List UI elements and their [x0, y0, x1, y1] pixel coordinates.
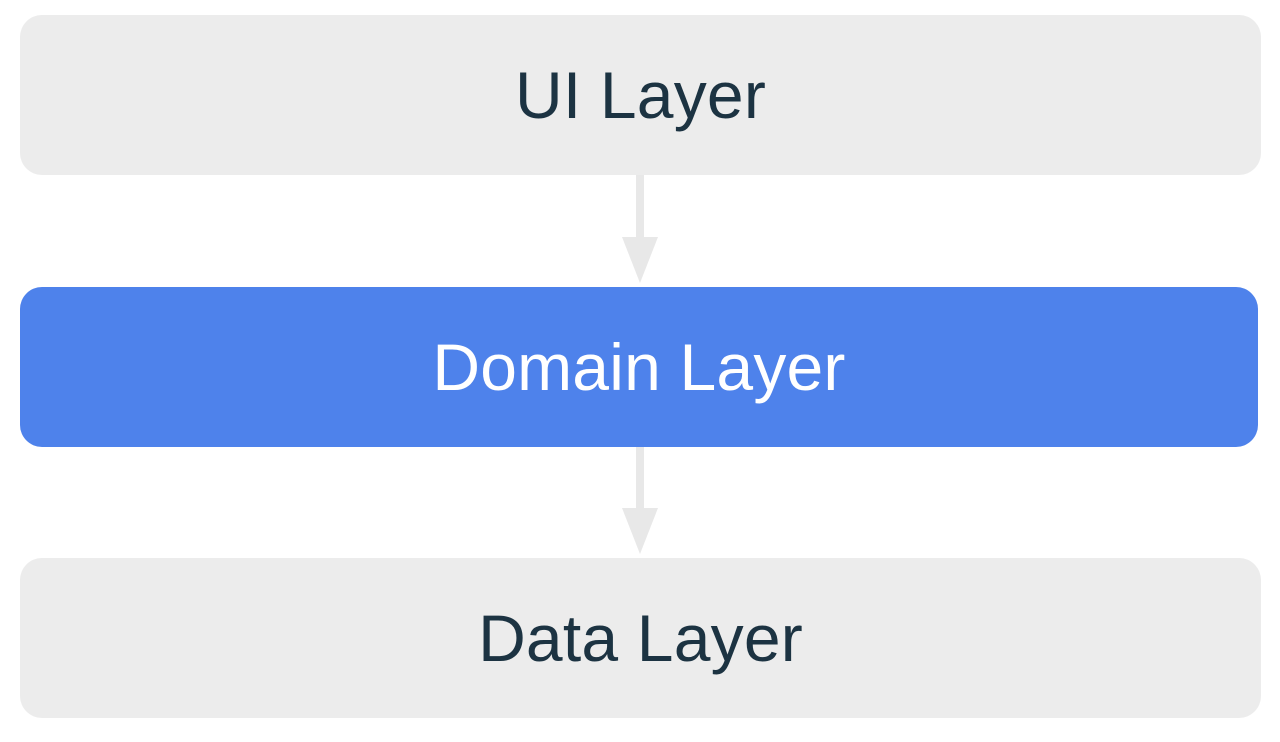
arrow-ui-to-domain [622, 175, 658, 283]
arrowhead-icon [622, 237, 658, 283]
node-domain-layer-label: Domain Layer [432, 330, 846, 404]
edge-line [636, 175, 644, 238]
node-data-layer[interactable]: Data Layer [20, 558, 1261, 718]
arrowhead-icon [622, 508, 658, 554]
node-ui-layer[interactable]: UI Layer [20, 15, 1261, 175]
arrow-domain-to-data [622, 447, 658, 554]
node-data-layer-label: Data Layer [478, 601, 803, 675]
node-ui-layer-label: UI Layer [514, 58, 767, 132]
edge-line [636, 447, 644, 509]
node-domain-layer[interactable]: Domain Layer [20, 287, 1258, 447]
